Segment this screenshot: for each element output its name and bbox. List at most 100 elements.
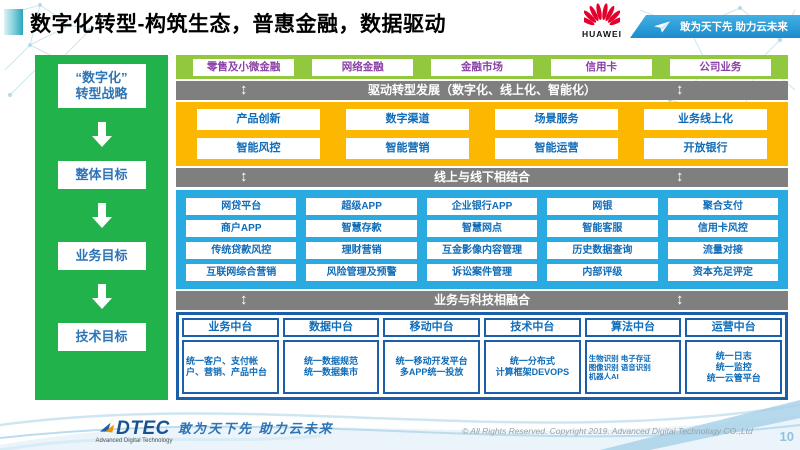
application-box: 聚合支付 [667, 198, 779, 215]
application-row: 互联网综合营销 风险管理及预警 诉讼案件管理 内部评级 资本充足评定 [181, 264, 783, 281]
down-arrow-icon [91, 284, 112, 309]
updown-arrow-icon: ↕ [676, 81, 684, 98]
huawei-flower-icon [584, 3, 620, 26]
application-box: 超级APP [306, 198, 417, 215]
sidebar-item-overall-goal: 整体目标 [57, 161, 146, 189]
application-box: 互联网综合营销 [186, 264, 297, 281]
banner-drive-transformation: ↕ 驱动转型发展（数字化、线上化、智能化） ↕ [176, 81, 788, 100]
application-box: 智慧网点 [426, 220, 538, 237]
capability-box: 智能营销 [346, 138, 469, 159]
sidebar-item-technology-goal: 技术目标 [57, 323, 146, 351]
application-box: 智能客服 [547, 220, 658, 237]
platform-column-mobile: 移动中台 统一移动开发平台 多APP统一投放 [383, 318, 481, 394]
business-line-box: 零售及小微金融 [193, 58, 295, 76]
platform-item-line: 统一分布式 [509, 356, 555, 366]
banner-text: 驱动转型发展（数字化、线上化、智能化） [367, 83, 596, 97]
header: 数字化转型-构筑生态，普惠金融，数据驱动 HUAWEI 敢为 [0, 0, 800, 50]
platform-item-line: 多APP统一投放 [399, 367, 464, 377]
down-arrow-icon [91, 203, 112, 228]
capability-box: 产品创新 [197, 109, 320, 130]
dtec-logo: DTEC Advanced Digital Technology [84, 418, 184, 444]
paper-plane-icon [654, 20, 670, 33]
application-box: 互金影像内容管理 [426, 242, 538, 259]
dtec-arrow-icon [100, 422, 115, 433]
application-box: 风险管理及预警 [306, 264, 417, 281]
application-block: 网贷平台 超级APP 企业银行APP 网银 聚合支付 商户APP 智慧存款 智慧… [176, 190, 788, 289]
capability-row: 智能风控 智能营销 智能运营 开放银行 [184, 138, 780, 159]
footer: DTEC Advanced Digital Technology 敢为天下先 助… [0, 408, 800, 450]
banner-text: 线上与线下相结合 [433, 170, 530, 184]
slogan-ribbon: 敢为天下先 助力云未来 [630, 15, 800, 38]
title-accent-square [4, 9, 23, 35]
platform-column-data: 数据中台 统一数据规范 统一数据集市 [282, 318, 380, 394]
huawei-wordmark: HUAWEI [582, 29, 622, 39]
platform-item-line: 统一数据集市 [304, 367, 359, 377]
application-box: 信用卡风控 [667, 220, 779, 237]
dtec-subtext: Advanced Digital Technology [95, 438, 173, 444]
platform-item-line: 统一数据规范 [304, 356, 359, 366]
platform-column-operations: 运营中台 统一日志 统一监控 统一云管平台 [685, 318, 783, 394]
application-box: 传统贷款风控 [186, 242, 297, 259]
application-box: 商户APP [186, 220, 297, 237]
updown-arrow-icon: ↕ [240, 81, 248, 98]
ribbon-slogan-text: 敢为天下先 助力云未来 [680, 21, 788, 33]
application-box: 理财营销 [306, 242, 417, 259]
application-box: 网银 [547, 198, 658, 215]
updown-arrow-icon: ↕ [676, 168, 684, 185]
platform-column-algorithm: 算法中台 生物识别 电子存证 图像识别 语音识别 机器人AI [584, 318, 682, 394]
diagram-main: 零售及小微金融 网络金融 金融市场 信用卡 公司业务 ↕ 驱动转型发展（数字化、… [176, 55, 788, 400]
capability-box: 业务线上化 [644, 109, 767, 130]
sidebar-item-label-line: 整体目标 [75, 167, 128, 182]
business-lines-row: 零售及小微金融 网络金融 金融市场 信用卡 公司业务 [176, 55, 788, 79]
platform-item-line: 统一云管平台 [706, 372, 761, 383]
application-box: 内部评级 [547, 264, 658, 281]
application-row: 网贷平台 超级APP 企业银行APP 网银 聚合支付 [181, 198, 783, 215]
updown-arrow-icon: ↕ [240, 168, 248, 185]
page-title: 数字化转型-构筑生态，普惠金融，数据驱动 [30, 13, 446, 36]
platform-title: 移动中台 [383, 318, 481, 337]
sidebar-item-label-line: 转型战略 [75, 86, 128, 101]
sidebar-item-strategy: “数字化” 转型战略 [57, 64, 146, 108]
application-row: 传统贷款风控 理财营销 互金影像内容管理 历史数据查询 流量对接 [181, 242, 783, 259]
application-box: 历史数据查询 [547, 242, 658, 259]
platform-items: 生物识别 电子存证 图像识别 语音识别 机器人AI [584, 340, 682, 394]
platform-title: 算法中台 [584, 318, 682, 337]
banner-business-technology: ↕ 业务与科技相融合 ↕ [176, 291, 788, 310]
sidebar-item-label-line: “数字化” [75, 70, 128, 85]
application-box: 企业银行APP [426, 198, 538, 215]
strategy-sidebar: “数字化” 转型战略 整体目标 业务目标 技术目标 [35, 55, 168, 400]
business-line-box: 网络金融 [312, 58, 414, 76]
application-row: 商户APP 智慧存款 智慧网点 智能客服 信用卡风控 [181, 220, 783, 237]
updown-arrow-icon: ↕ [676, 291, 684, 308]
capability-box: 智能运营 [495, 138, 618, 159]
dtec-wordmark: DTEC [116, 418, 170, 439]
footer-slogan: 敢为天下先 助力云未来 [178, 421, 334, 436]
application-box: 流量对接 [667, 242, 779, 259]
application-box: 智慧存款 [306, 220, 417, 237]
banner-online-offline: ↕ 线上与线下相结合 ↕ [176, 168, 788, 187]
sidebar-item-business-goal: 业务目标 [57, 242, 146, 270]
down-arrow-icon [91, 122, 112, 147]
platform-title: 技术中台 [484, 318, 581, 337]
platform-title: 运营中台 [685, 318, 783, 337]
sidebar-item-label-line: 业务目标 [75, 248, 128, 263]
platform-item-line: 图像识别 语音识别 [588, 362, 651, 372]
platform-items: 统一客户、支付帐户、营销、产品中台 [182, 340, 279, 394]
platform-item-line: 统一监控 [715, 361, 752, 372]
platform-title: 业务中台 [182, 318, 279, 337]
sidebar-item-label-line: 技术目标 [75, 329, 128, 344]
platform-column-technology: 技术中台 统一分布式 计算框架DEVOPS [484, 318, 581, 394]
updown-arrow-icon: ↕ [240, 291, 248, 308]
capability-box: 数字渠道 [346, 109, 469, 130]
platform-item-line: 统一日志 [715, 350, 752, 361]
capability-box: 开放银行 [644, 138, 767, 159]
platform-items: 统一数据规范 统一数据集市 [282, 340, 380, 394]
capability-row: 产品创新 数字渠道 场景服务 业务线上化 [184, 109, 780, 130]
application-box: 诉讼案件管理 [426, 264, 538, 281]
platform-item-line: 生物识别 电子存证 [588, 353, 651, 363]
page-number: 10 [779, 429, 794, 444]
middle-platform-block: 业务中台 统一客户、支付帐户、营销、产品中台 数据中台 统一数据规范 统一数据集… [176, 312, 788, 400]
capability-block: 产品创新 数字渠道 场景服务 业务线上化 智能风控 智能营销 智能运营 开放银行 [176, 102, 788, 166]
capability-box: 智能风控 [197, 138, 320, 159]
